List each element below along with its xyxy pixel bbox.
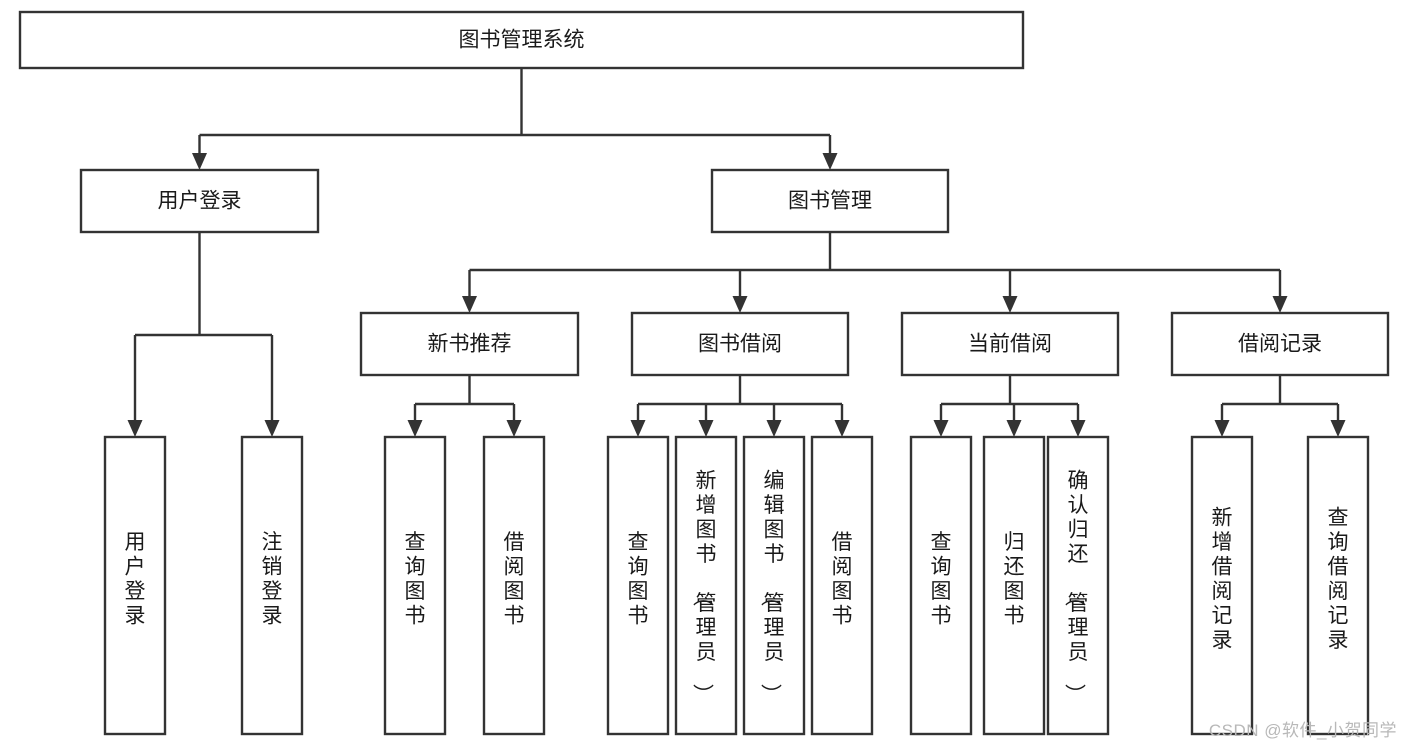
node-level3-12[interactable]: 查询借阅记录	[1306, 435, 1370, 736]
node-level1-0[interactable]: 用户登录	[79, 168, 320, 234]
arrow-head	[264, 420, 280, 437]
node-box	[1170, 311, 1390, 377]
arrow-head	[506, 420, 522, 437]
node-box	[710, 168, 950, 234]
node-layer: 图书管理系统用户登录图书管理新书推荐图书借阅当前借阅借阅记录用户登录注销登录查询…	[18, 10, 1390, 736]
node-label: 用户登录	[125, 531, 146, 628]
node-label: 用户登录	[158, 190, 242, 213]
node-level3-5[interactable]: 新增图书（管理员）	[674, 435, 738, 736]
node-box	[606, 435, 670, 736]
node-level3-9[interactable]: 归还图书	[982, 435, 1046, 736]
arrow-head	[834, 420, 850, 437]
arrow-head	[407, 420, 423, 437]
node-label: 编辑图书（管理员）	[759, 470, 785, 705]
arrow-head	[766, 420, 782, 437]
node-label: 新增借阅记录	[1212, 506, 1233, 652]
node-box	[359, 311, 580, 377]
node-level2-3[interactable]: 借阅记录	[1170, 311, 1390, 377]
node-label: 借阅图书	[504, 531, 525, 628]
node-level2-2[interactable]: 当前借阅	[900, 311, 1120, 377]
node-label: 图书管理	[788, 190, 872, 213]
node-box	[742, 435, 806, 736]
node-level3-7[interactable]: 借阅图书	[810, 435, 874, 736]
arrow-head	[1070, 420, 1086, 437]
node-level1-1[interactable]: 图书管理	[710, 168, 950, 234]
arrow-head	[1272, 296, 1288, 313]
node-label: 借阅图书	[832, 531, 853, 628]
node-box	[79, 168, 320, 234]
node-level3-11[interactable]: 新增借阅记录	[1190, 435, 1254, 736]
arrow-head	[698, 420, 714, 437]
node-box	[18, 10, 1025, 70]
node-level3-2[interactable]: 查询图书	[383, 435, 447, 736]
node-root-0[interactable]: 图书管理系统	[18, 10, 1025, 70]
node-label: 确认归还（管理员）	[1063, 470, 1089, 705]
node-label: 归还图书	[1004, 531, 1025, 628]
arrow-head	[1002, 296, 1018, 313]
node-label: 借阅记录	[1238, 333, 1322, 356]
node-box	[909, 435, 973, 736]
node-label: 查询借阅记录	[1328, 506, 1349, 652]
node-label: 新增图书（管理员）	[691, 470, 717, 705]
arrow-head	[822, 153, 838, 170]
node-level3-1[interactable]: 注销登录	[240, 435, 304, 736]
node-box	[900, 311, 1120, 377]
node-label: 查询图书	[628, 531, 649, 628]
node-level2-1[interactable]: 图书借阅	[630, 311, 850, 377]
node-label: 图书管理系统	[459, 29, 585, 52]
node-level2-0[interactable]: 新书推荐	[359, 311, 580, 377]
node-box	[482, 435, 546, 736]
connector-layer	[127, 68, 1346, 437]
arrow-head	[1214, 420, 1230, 437]
node-level3-0[interactable]: 用户登录	[103, 435, 167, 736]
node-box	[240, 435, 304, 736]
node-level3-8[interactable]: 查询图书	[909, 435, 973, 736]
node-box	[1046, 435, 1110, 736]
arrow-head	[462, 296, 477, 313]
node-level3-3[interactable]: 借阅图书	[482, 435, 546, 736]
node-box	[103, 435, 167, 736]
arrow-head	[1006, 420, 1022, 437]
node-box	[383, 435, 447, 736]
node-box	[982, 435, 1046, 736]
node-level3-10[interactable]: 确认归还（管理员）	[1046, 435, 1110, 736]
node-box	[674, 435, 738, 736]
node-box	[630, 311, 850, 377]
node-label: 注销登录	[262, 531, 283, 628]
arrow-head	[192, 153, 207, 170]
node-label: 图书借阅	[698, 333, 782, 356]
arrow-head	[630, 420, 646, 437]
node-label: 新书推荐	[428, 333, 512, 356]
watermark-text: CSDN @软件_小贺同学	[1208, 721, 1397, 740]
node-box	[810, 435, 874, 736]
arrow-head	[127, 420, 143, 437]
arrow-head	[933, 420, 949, 437]
node-box	[1306, 435, 1370, 736]
arrow-head	[732, 296, 748, 313]
arrow-head	[1330, 420, 1346, 437]
node-label: 查询图书	[931, 531, 952, 628]
node-label: 查询图书	[405, 531, 426, 628]
node-box	[1190, 435, 1254, 736]
node-label: 当前借阅	[968, 333, 1052, 356]
node-level3-4[interactable]: 查询图书	[606, 435, 670, 736]
node-level3-6[interactable]: 编辑图书（管理员）	[742, 435, 806, 736]
